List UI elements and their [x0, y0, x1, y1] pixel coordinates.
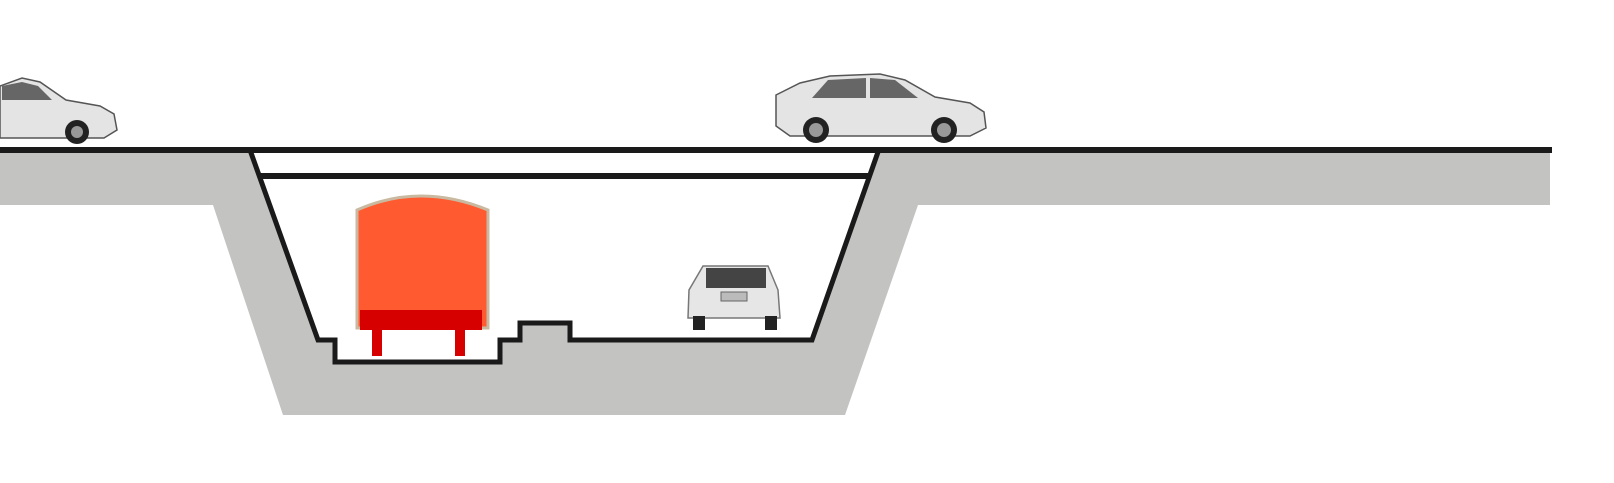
car-side-icon — [775, 73, 987, 143]
bus-rear-icon — [355, 194, 490, 356]
tunnel-outline — [247, 149, 881, 365]
car-rear-icon — [687, 265, 781, 330]
car-side-icon — [0, 77, 118, 144]
